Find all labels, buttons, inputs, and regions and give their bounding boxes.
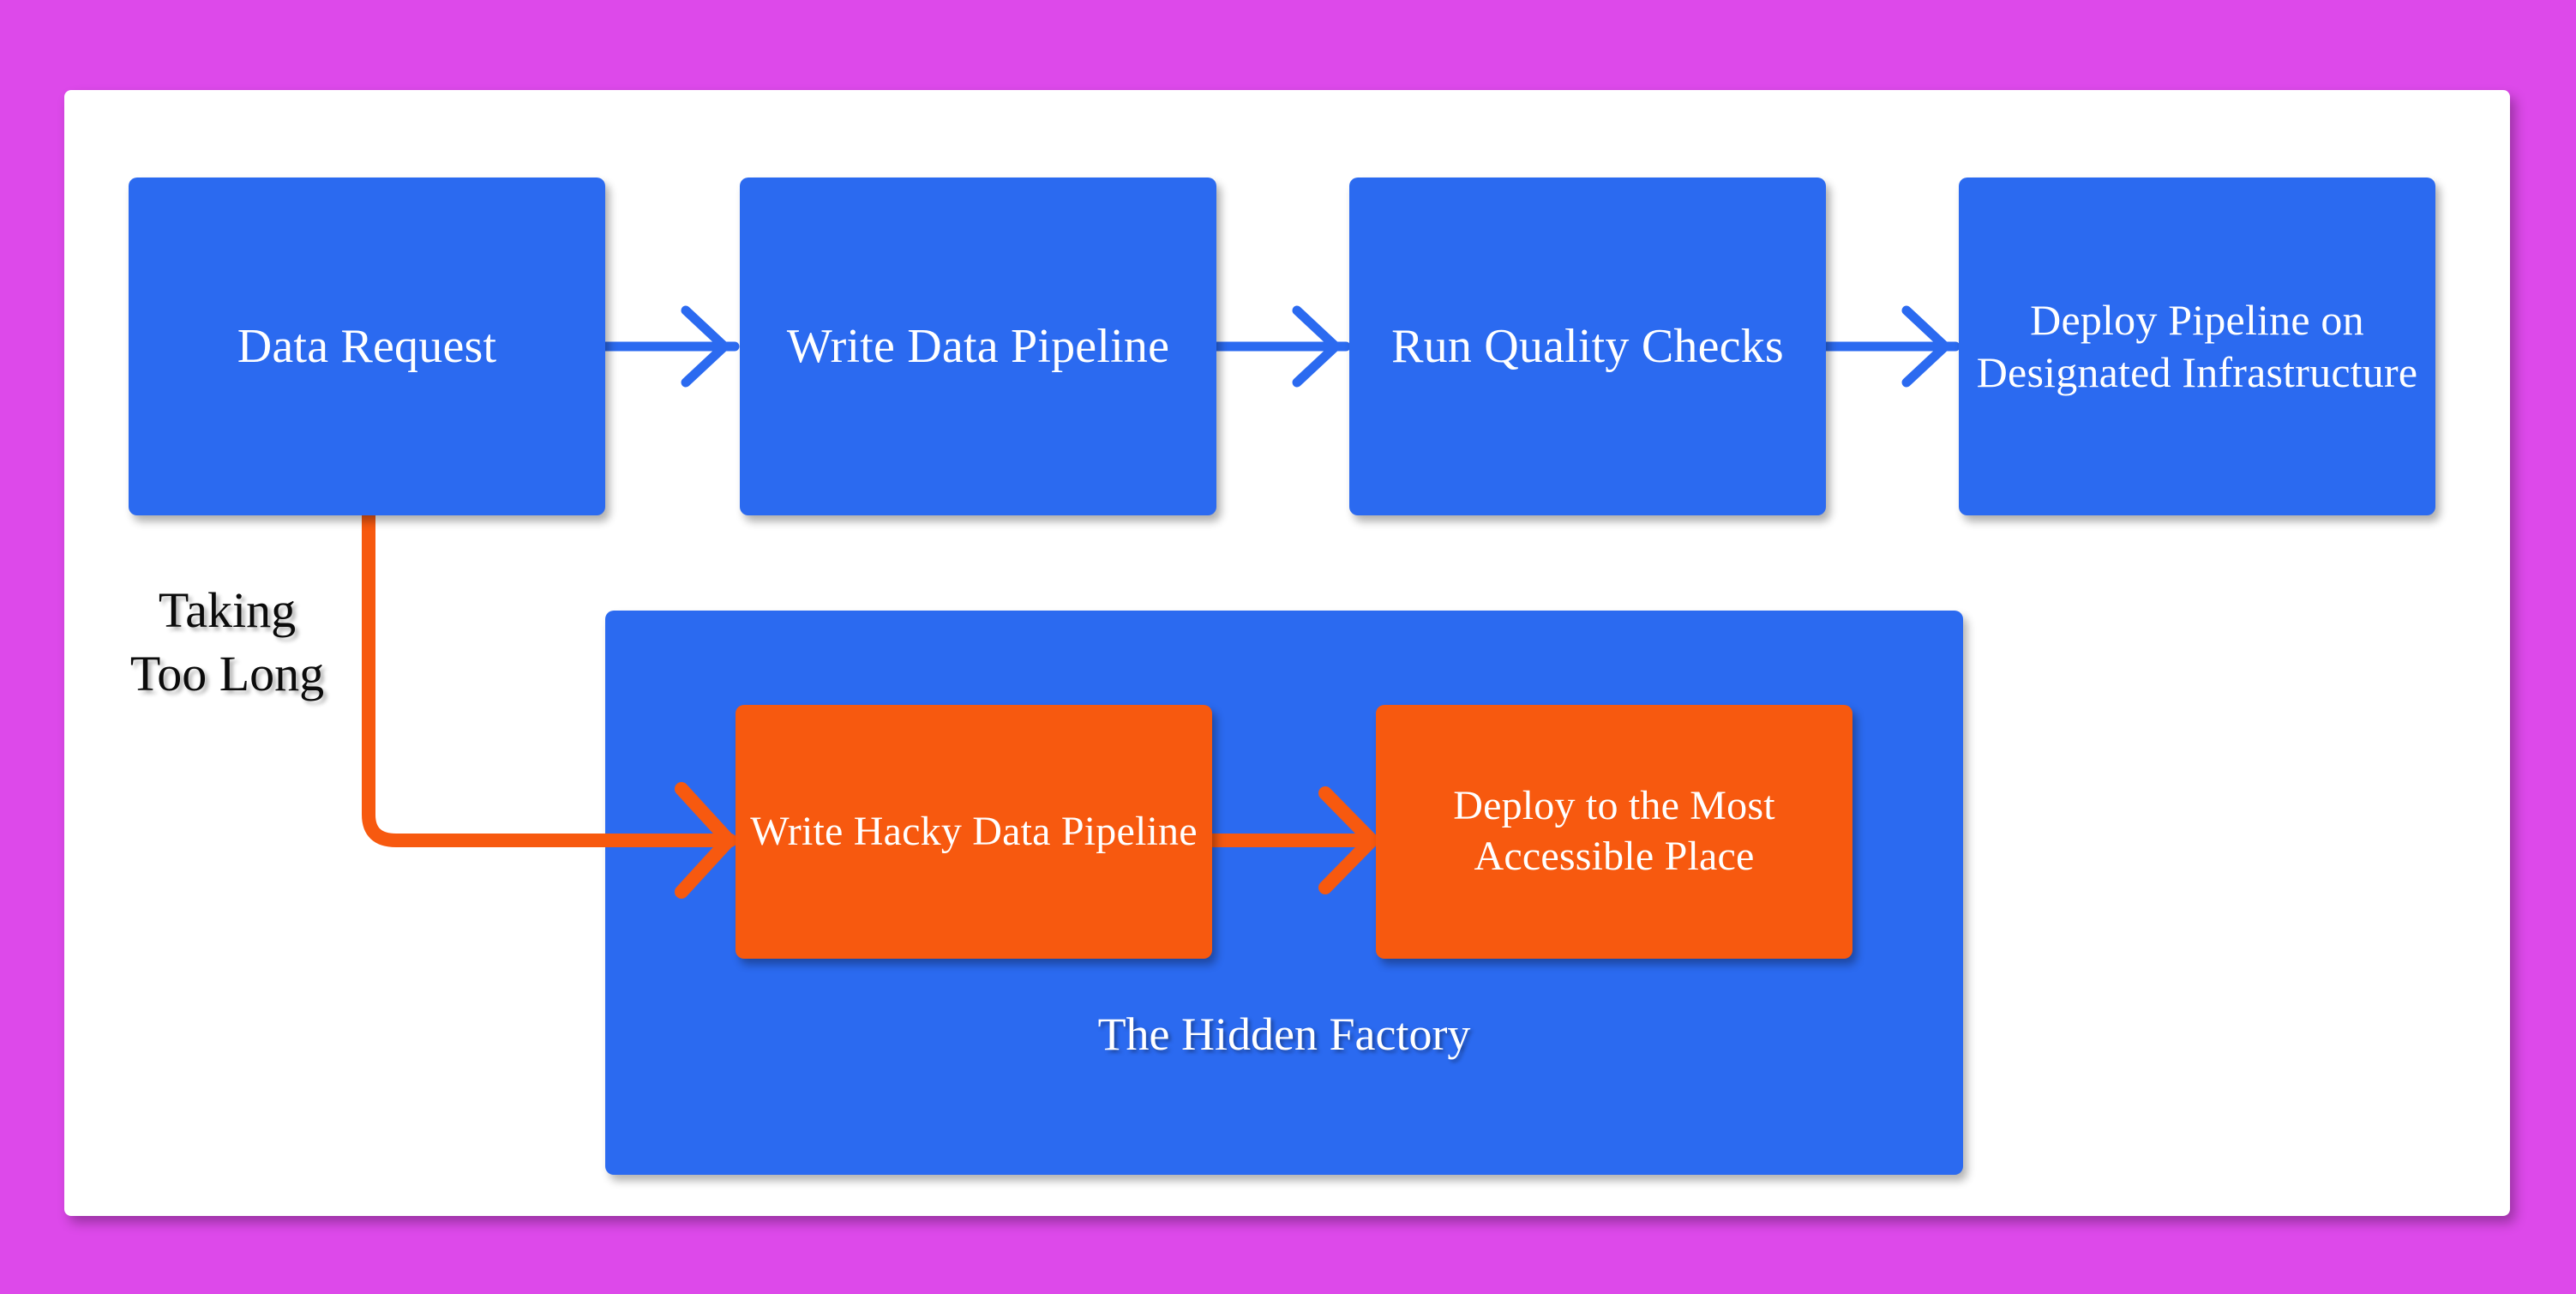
- node-data-request-label: Data Request: [237, 319, 497, 373]
- node-write-hacky-data-pipeline-label: Write Hacky Data Pipeline: [750, 808, 1198, 854]
- node-deploy-pipeline-on-designated-infrastructure-label: Deploy Pipeline on Designated Infrastruc…: [1976, 296, 2418, 396]
- node-deploy-to-the-most-accessible-place[interactable]: Deploy to the Most Accessible Place: [1376, 705, 1852, 959]
- branch-label-taking-too-long: Taking Too Long: [129, 582, 325, 702]
- node-write-hacky-data-pipeline[interactable]: Write Hacky Data Pipeline: [736, 705, 1212, 959]
- node-deploy-pipeline-on-designated-infrastructure[interactable]: Deploy Pipeline on Designated Infrastruc…: [1959, 178, 2435, 515]
- node-write-data-pipeline[interactable]: Write Data Pipeline: [740, 178, 1216, 515]
- node-deploy-to-the-most-accessible-place-label: Deploy to the Most Accessible Place: [1453, 783, 1775, 879]
- hidden-factory-caption: The Hidden Factory: [1097, 1008, 1471, 1060]
- node-data-request[interactable]: Data Request: [129, 178, 605, 515]
- node-run-quality-checks-label: Run Quality Checks: [1391, 319, 1784, 373]
- node-run-quality-checks[interactable]: Run Quality Checks: [1349, 178, 1826, 515]
- node-write-data-pipeline-label: Write Data Pipeline: [786, 319, 1170, 373]
